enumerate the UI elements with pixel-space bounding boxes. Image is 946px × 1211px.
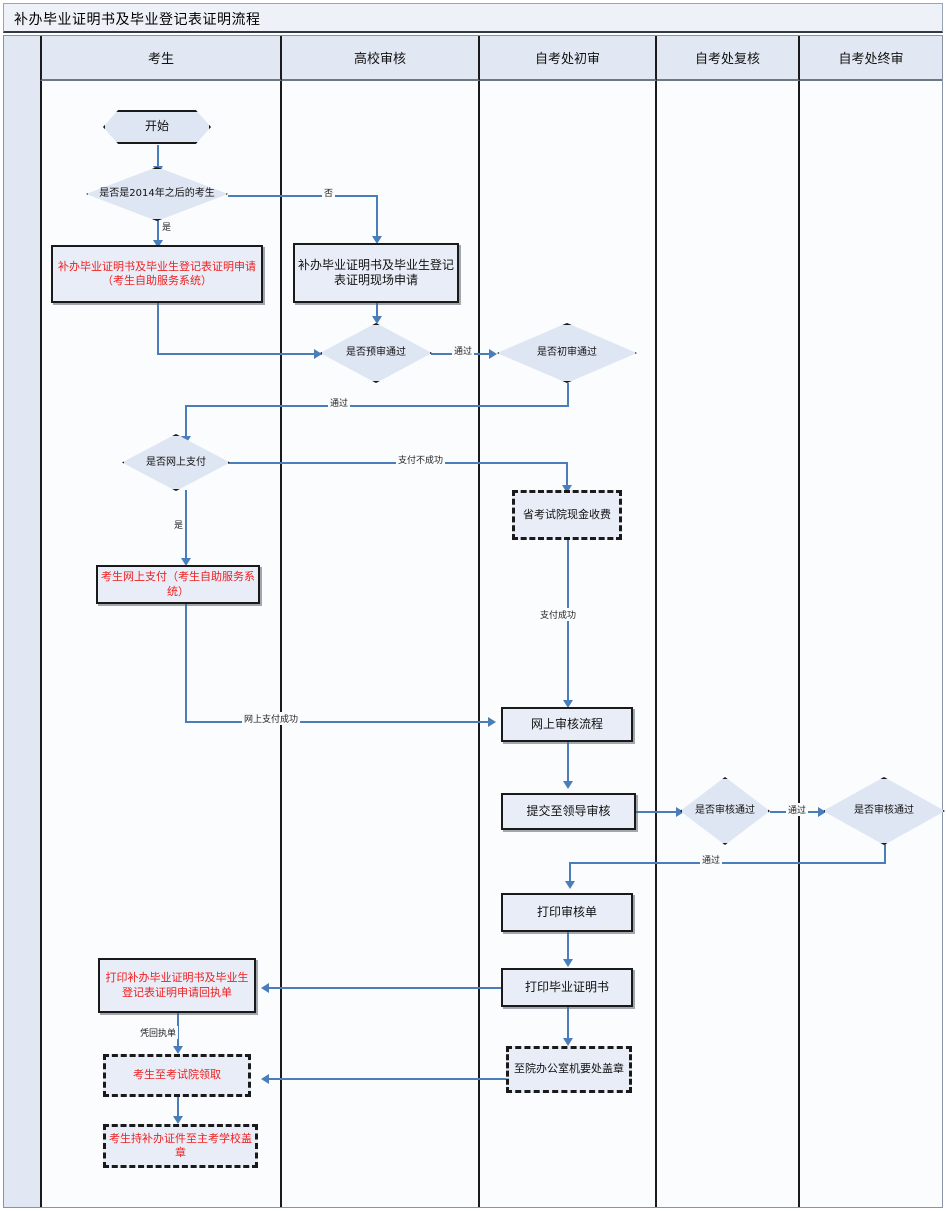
edge-label-pay-fail: 支付不成功: [396, 453, 446, 466]
page-title: 补办毕业证明书及毕业登记表证明流程: [14, 12, 261, 28]
connector: [157, 303, 159, 353]
connector: [185, 490, 187, 563]
arrow-icon: [372, 316, 382, 324]
arrow-icon: [489, 349, 497, 359]
connector: [264, 1078, 507, 1080]
node-label: 是否网上支付: [146, 456, 206, 468]
connector: [185, 405, 569, 407]
node-decision-pre-review[interactable]: 是否预审通过: [320, 323, 432, 383]
connector: [185, 405, 187, 440]
connector: [157, 353, 322, 355]
connector: [636, 811, 680, 813]
node-submit-to-leader[interactable]: 提交至领导审核: [501, 793, 636, 830]
connector: [567, 540, 569, 705]
edge-label-pass-first: 通过: [328, 396, 351, 409]
edge-label-pay-success: 支付成功: [538, 608, 579, 621]
connector: [185, 604, 187, 721]
edge-label-yes-pay: 是: [172, 518, 186, 531]
connector: [157, 220, 159, 246]
lane-header-label: 自考处初审: [534, 52, 600, 67]
lane-header-label: 高校审核: [353, 52, 406, 67]
connector: [884, 840, 886, 862]
connector: [567, 932, 569, 964]
arrow-icon: [372, 236, 382, 244]
arrow-icon: [562, 485, 572, 493]
edge-label-pass-pre: 通过: [452, 344, 475, 357]
node-label: 是否审核通过: [695, 805, 755, 816]
arrow-icon: [173, 1116, 183, 1124]
arrow-icon: [261, 1074, 269, 1084]
title-bar: 补办毕业证明书及毕业登记表证明流程: [3, 3, 943, 33]
connector: [569, 862, 886, 864]
edge-label-online-paid: 网上支付成功: [242, 712, 301, 725]
edge-label-with-receipt: 凭回执单: [138, 1026, 179, 1039]
node-collect-at-institute[interactable]: 考生至考试院领取: [103, 1054, 251, 1097]
lane-left-gutter: [4, 36, 40, 1207]
lane-header-label: 自考处终审: [838, 52, 904, 67]
lane-header-label: 考生: [147, 52, 174, 67]
node-decision-year[interactable]: 是否是2014年之后的考生: [86, 167, 228, 221]
edge-label-no: 否: [322, 186, 336, 199]
arrow-icon: [173, 1046, 183, 1054]
swimlane-grid: 考生 高校审核 自考处初审 自考处复核 自考处终审: [3, 35, 943, 1208]
arrow-icon: [565, 881, 575, 889]
connector: [264, 987, 501, 989]
lane-header-label: 自考处复核: [694, 52, 760, 67]
node-start[interactable]: 开始: [103, 110, 211, 144]
node-label: 是否预审通过: [346, 347, 406, 358]
node-decision-first-review[interactable]: 是否初审通过: [497, 323, 637, 383]
connector: [567, 383, 569, 405]
connector: [566, 462, 568, 490]
node-pay-online[interactable]: 考生网上支付（考生自助服务系统）: [96, 565, 260, 604]
edge-label-pass-final: 通过: [700, 853, 723, 866]
node-apply-onsite[interactable]: 补办毕业证明书及毕业生登记表证明现场申请: [293, 243, 459, 303]
connector: [569, 862, 571, 886]
connector: [376, 195, 378, 240]
lane-header-first-review: 自考处初审: [480, 36, 657, 81]
lane-body-recheck: [657, 81, 800, 1207]
node-label: 是否审核通过: [854, 805, 914, 816]
connector: [185, 721, 492, 723]
arrow-icon: [314, 349, 322, 359]
node-print-receipt[interactable]: 打印补办毕业证明书及毕业生登记表证明申请回执单: [98, 958, 256, 1013]
arrow-icon: [563, 700, 573, 708]
node-decision-recheck[interactable]: 是否审核通过: [680, 777, 770, 845]
lane-header-examinee: 考生: [40, 36, 282, 81]
connector: [177, 1097, 179, 1121]
arrow-icon: [563, 781, 573, 789]
lane-body-final-review: [800, 81, 942, 1207]
node-label: 是否是2014年之后的考生: [99, 188, 215, 199]
edge-label-pass-recheck: 通过: [786, 803, 809, 816]
arrow-icon: [153, 240, 163, 248]
arrow-icon: [563, 1038, 573, 1046]
node-decision-final-review[interactable]: 是否审核通过: [823, 777, 945, 845]
connector: [376, 303, 378, 321]
arrow-icon: [261, 983, 269, 993]
lane-header-university-review: 高校审核: [282, 36, 480, 81]
node-apply-online[interactable]: 补办毕业证明书及毕业生登记表证明申请（考生自助服务系统）: [51, 245, 263, 303]
node-label: 是否初审通过: [537, 347, 597, 358]
arrow-icon: [563, 959, 573, 967]
connector: [157, 145, 159, 170]
lane-header-final-review: 自考处终审: [800, 36, 942, 81]
node-office-seal[interactable]: 至院办公室机要处盖章: [506, 1046, 632, 1093]
node-print-certificate[interactable]: 打印毕业证明书: [501, 968, 633, 1007]
connector: [567, 742, 569, 786]
node-school-seal[interactable]: 考生持补办证件至主考学校盖章: [103, 1124, 258, 1168]
node-decision-online-payment[interactable]: 是否网上支付: [122, 434, 230, 491]
arrow-icon: [818, 807, 826, 817]
edge-label-yes: 是: [160, 220, 174, 233]
connector: [228, 195, 378, 197]
arrow-icon: [488, 717, 496, 727]
arrow-icon: [676, 807, 684, 817]
connector: [567, 1007, 569, 1043]
lane-header-recheck: 自考处复核: [657, 36, 800, 81]
node-print-review-sheet[interactable]: 打印审核单: [501, 893, 633, 932]
node-online-review-process[interactable]: 网上审核流程: [501, 707, 633, 742]
arrow-icon: [181, 558, 191, 566]
node-cash-payment[interactable]: 省考试院现金收费: [512, 490, 622, 540]
